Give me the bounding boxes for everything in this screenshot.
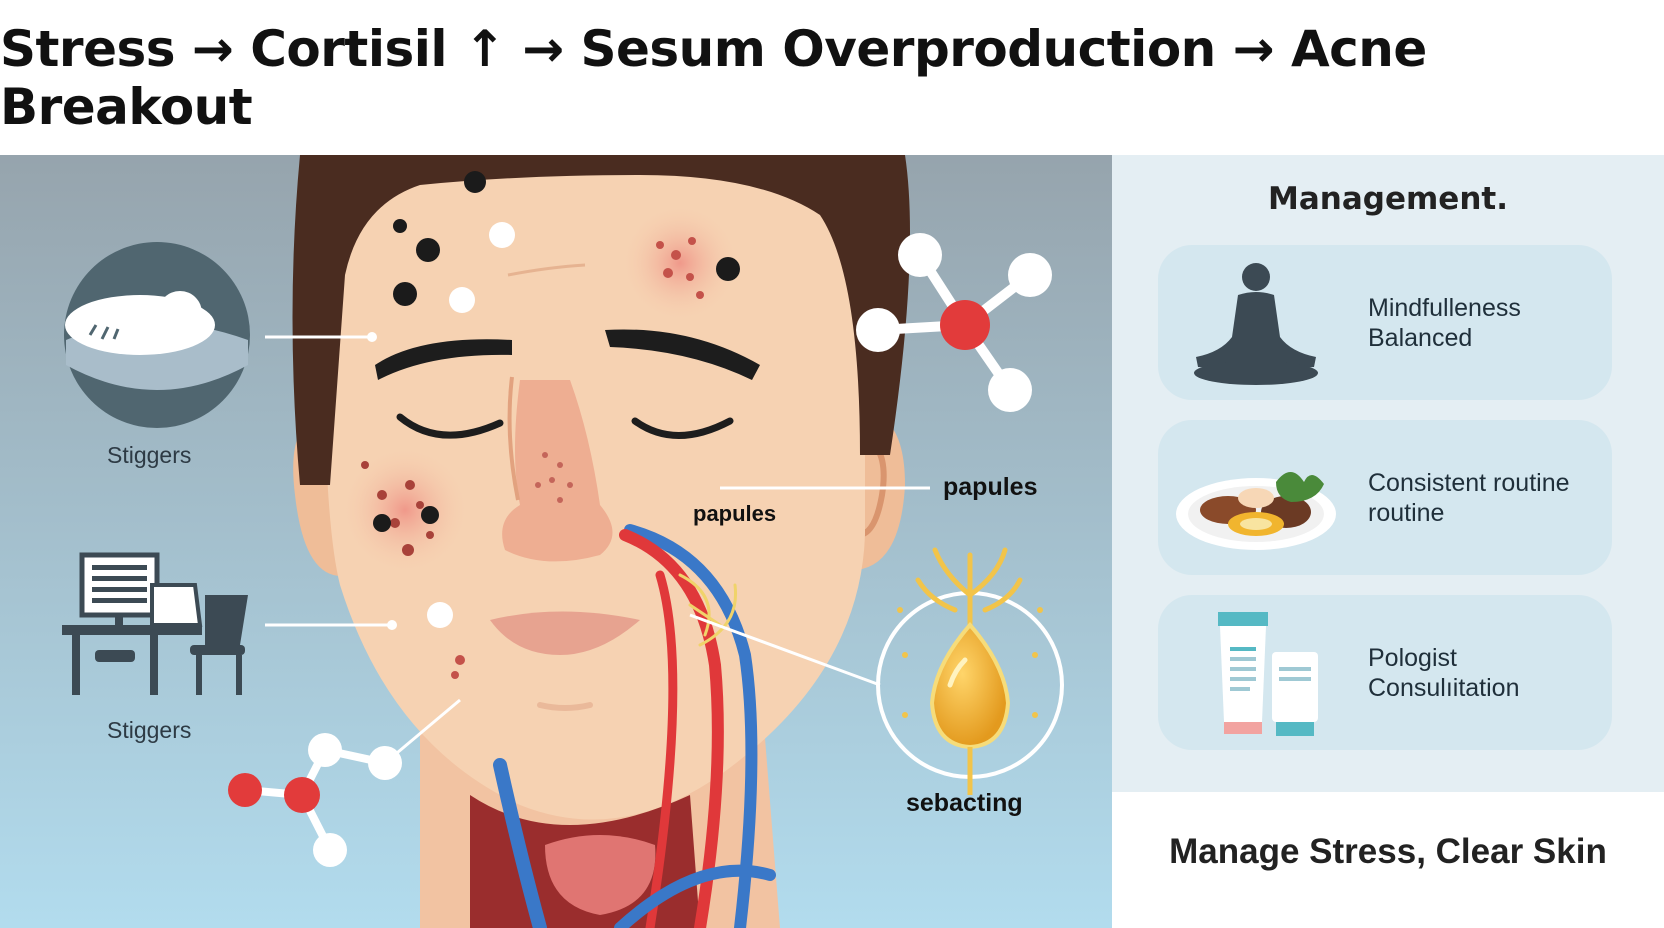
trigger-sleep-icon <box>64 242 250 428</box>
footer-slogan: Manage Stress, Clear Skin <box>1169 832 1607 871</box>
management-panel: Management. Mindfulleness Balanced <box>1112 155 1664 792</box>
mouth <box>490 611 640 655</box>
management-title: Management. <box>1268 181 1508 217</box>
mindfulness-line-1: Mindfulleness <box>1368 293 1521 322</box>
left-eye <box>396 413 504 439</box>
trigger-label-2: Stiggers <box>107 717 192 743</box>
routine-line-2: routine <box>1368 498 1445 527</box>
page-title: Stress → Cortisil ↑ → Sesum Overproducti… <box>0 19 1427 136</box>
left-eyebrow <box>375 339 512 380</box>
mindfulness-line-2: Balanced <box>1368 323 1473 352</box>
consultation-card: Pologist Consulıitation <box>1158 595 1612 750</box>
sebaceous-gland-icon <box>876 547 1064 795</box>
consultation-line-1: Pologist <box>1368 643 1457 672</box>
routine-card: Consistent routine routine <box>1158 420 1612 575</box>
blood-vessels <box>493 524 776 928</box>
food-plate-icon <box>1176 432 1336 563</box>
right-eyebrow <box>605 329 760 380</box>
cortisol-molecule <box>856 233 1052 412</box>
trigger-workdesk-icon <box>62 552 248 695</box>
papules-label-cheek: papules <box>693 501 777 526</box>
nose <box>502 380 613 562</box>
consultation-line-2: Consulıitation <box>1368 673 1520 702</box>
mindfulness-card: Mindfulleness Balanced <box>1158 245 1612 400</box>
stress-acne-illustration: Stiggers Stiggers papules papules sebact… <box>0 155 1112 928</box>
molecule-bottom <box>228 698 461 867</box>
trigger-label-1: Stiggers <box>107 442 192 468</box>
footer-area: Manage Stress, Clear Skin <box>1112 792 1664 928</box>
right-eye <box>631 417 734 439</box>
hair <box>292 155 910 485</box>
routine-line-1: Consistent routine <box>1368 468 1570 497</box>
sebacting-label: sebacting <box>906 789 1023 817</box>
skincare-tubes-icon <box>1176 607 1336 738</box>
meditation-icon <box>1176 257 1336 388</box>
papules-label-right: papules <box>943 473 1038 501</box>
forehead-blemishes <box>393 171 515 313</box>
